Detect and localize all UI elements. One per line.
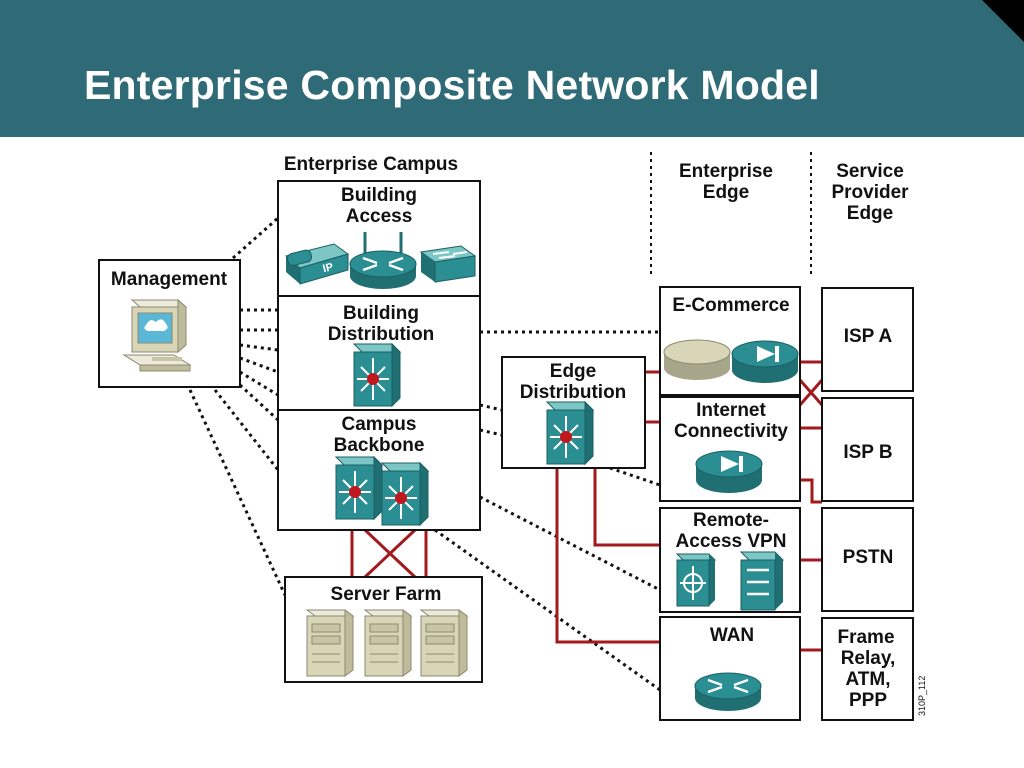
wan-module: WAN bbox=[659, 616, 801, 721]
building-distribution-line1: Building bbox=[343, 303, 419, 324]
server-farm-module: Server Farm bbox=[284, 576, 483, 683]
enterprise-campus-heading: Enterprise Campus bbox=[284, 154, 458, 175]
header-corner bbox=[982, 0, 1024, 42]
multilayer-switch-icon bbox=[353, 343, 401, 407]
content-engine-icon bbox=[663, 339, 731, 380]
sp-edge-heading-line3: Edge bbox=[847, 203, 893, 224]
slide-header: Enterprise Composite Network Model bbox=[0, 0, 1024, 137]
building-access-line1: Building bbox=[341, 185, 417, 206]
ecommerce-label: E-Commerce bbox=[672, 295, 789, 316]
firewall-icon bbox=[695, 450, 763, 494]
router-icon bbox=[348, 232, 418, 291]
remote-access-vpn-line2: Access VPN bbox=[676, 531, 787, 552]
pc-icon bbox=[122, 298, 192, 372]
server-icon bbox=[420, 609, 468, 677]
building-distribution-module: Building Distribution bbox=[277, 295, 481, 411]
server-icon bbox=[364, 609, 412, 677]
frame-relay-module: Frame Relay, ATM, PPP bbox=[821, 617, 914, 721]
server-icon bbox=[306, 609, 354, 677]
switch-icon bbox=[419, 245, 477, 283]
dotted-links bbox=[188, 152, 812, 692]
vpn-concentrator-icon bbox=[675, 553, 717, 607]
enterprise-edge-heading-line2: Edge bbox=[703, 182, 749, 203]
frame-relay-line3: ATM, bbox=[845, 669, 890, 690]
building-distribution-line2: Distribution bbox=[328, 324, 435, 345]
server-farm-label: Server Farm bbox=[331, 584, 442, 605]
edge-distribution-line1: Edge bbox=[550, 361, 596, 382]
frame-relay-line2: Relay, bbox=[841, 648, 896, 669]
firewall-icon bbox=[739, 551, 785, 611]
campus-backbone-line1: Campus bbox=[342, 414, 417, 435]
sp-edge-heading-line2: Provider bbox=[831, 182, 909, 203]
remote-access-vpn-module: Remote- Access VPN bbox=[659, 507, 801, 613]
enterprise-edge-heading-line1: Enterprise bbox=[679, 161, 773, 182]
ip-phone-text: IP bbox=[322, 261, 335, 275]
management-label: Management bbox=[111, 269, 228, 290]
red-links bbox=[350, 360, 824, 652]
router-icon bbox=[693, 671, 763, 713]
ecommerce-module: E-Commerce bbox=[659, 286, 801, 396]
isp-b-label: ISP B bbox=[843, 442, 892, 463]
slide-title: Enterprise Composite Network Model bbox=[84, 62, 820, 108]
isp-a-label: ISP A bbox=[844, 326, 893, 347]
pstn-module: PSTN bbox=[821, 507, 914, 612]
remote-access-vpn-line1: Remote- bbox=[693, 510, 769, 531]
multilayer-switch-icon bbox=[381, 462, 429, 526]
isp-b-module: ISP B bbox=[821, 397, 914, 502]
isp-a-module: ISP A bbox=[821, 287, 914, 392]
edge-distribution-line2: Distribution bbox=[520, 382, 627, 403]
management-module: Management bbox=[98, 259, 241, 388]
building-access-module: Building Access IP bbox=[277, 180, 481, 297]
ip-phone-icon: IP bbox=[284, 243, 350, 285]
internet-connectivity-line2: Connectivity bbox=[674, 421, 788, 442]
pstn-label: PSTN bbox=[843, 547, 894, 568]
wan-label: WAN bbox=[710, 625, 754, 646]
internet-connectivity-line1: Internet bbox=[696, 400, 766, 421]
internet-connectivity-module: Internet Connectivity bbox=[659, 396, 801, 502]
sp-edge-heading-line1: Service bbox=[836, 161, 904, 182]
frame-relay-line4: PPP bbox=[849, 690, 887, 711]
firewall-icon bbox=[731, 340, 799, 384]
edge-distribution-module: Edge Distribution bbox=[501, 356, 646, 469]
building-access-line2: Access bbox=[346, 206, 413, 227]
figure-code: 310P_112 bbox=[917, 676, 927, 716]
multilayer-switch-icon bbox=[546, 401, 594, 465]
campus-backbone-line2: Backbone bbox=[334, 435, 425, 456]
frame-relay-line1: Frame bbox=[837, 627, 894, 648]
campus-backbone-module: Campus Backbone bbox=[277, 409, 481, 531]
multilayer-switch-icon bbox=[335, 456, 383, 520]
